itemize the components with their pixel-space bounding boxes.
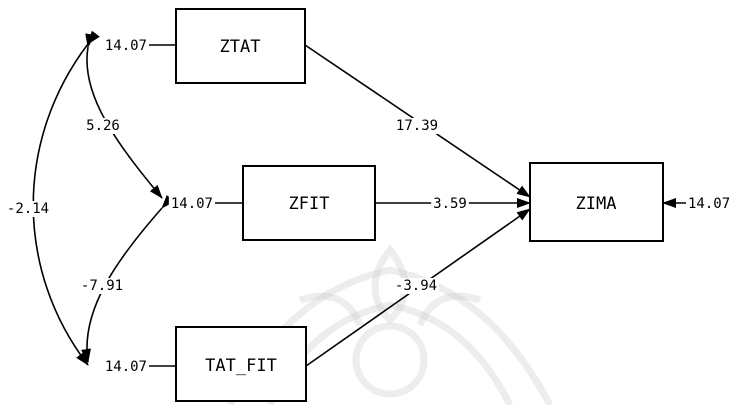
- label-backing: [431, 196, 469, 212]
- zfit-variance: 14.07: [171, 196, 213, 212]
- label-backing: [102, 359, 149, 375]
- label-backing: [686, 196, 733, 212]
- label-backing: [4, 201, 52, 217]
- tatfit-label: TAT_FIT: [205, 356, 277, 376]
- path-ztat-zima-label: 17.39: [396, 118, 438, 134]
- zima-box: [529, 162, 664, 242]
- label-backing: [168, 196, 215, 212]
- label-backing: [392, 278, 440, 294]
- label-backing: [393, 118, 441, 134]
- path-tatfit-zima-label: -3.94: [395, 278, 437, 294]
- cov-ztat-zfit-label: 5.26: [86, 118, 120, 134]
- label-backing: [84, 118, 122, 134]
- ztat-box: [175, 8, 306, 84]
- ztat-variance: 14.07: [105, 38, 147, 54]
- ztat-label: ZTAT: [220, 37, 261, 57]
- label-backing: [102, 38, 149, 54]
- zima-label: ZIMA: [576, 194, 617, 214]
- path-zfit-zima-label: 3.59: [433, 196, 467, 212]
- zima-error-variance: 14.07: [688, 196, 730, 212]
- label-backing: [78, 278, 126, 294]
- tatfit-box: [175, 326, 307, 402]
- zfit-box: [242, 165, 376, 241]
- zfit-label: ZFIT: [289, 194, 330, 214]
- cov-zfit-tatfit-label: -7.91: [81, 278, 123, 294]
- cov-ztat-tatfit-label: -2.14: [7, 201, 49, 217]
- tatfit-variance: 14.07: [105, 359, 147, 375]
